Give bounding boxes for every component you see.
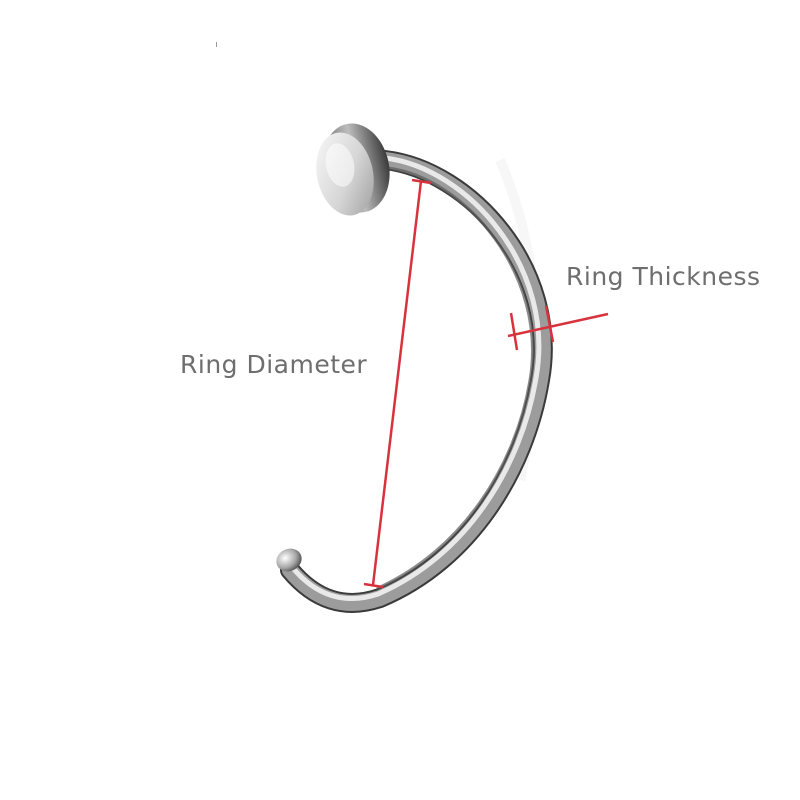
speck-mark xyxy=(216,42,217,47)
ring-body-inner-edge xyxy=(376,166,534,590)
ring-thickness-label: Ring Thickness xyxy=(566,262,761,291)
ring-cap xyxy=(316,123,390,216)
thickness-measure-line xyxy=(507,305,609,351)
diameter-measure-line xyxy=(363,178,432,589)
ring-diameter-label: Ring Diameter xyxy=(180,350,368,379)
ring-body-highlight xyxy=(289,155,542,602)
ring-tip xyxy=(276,548,302,572)
